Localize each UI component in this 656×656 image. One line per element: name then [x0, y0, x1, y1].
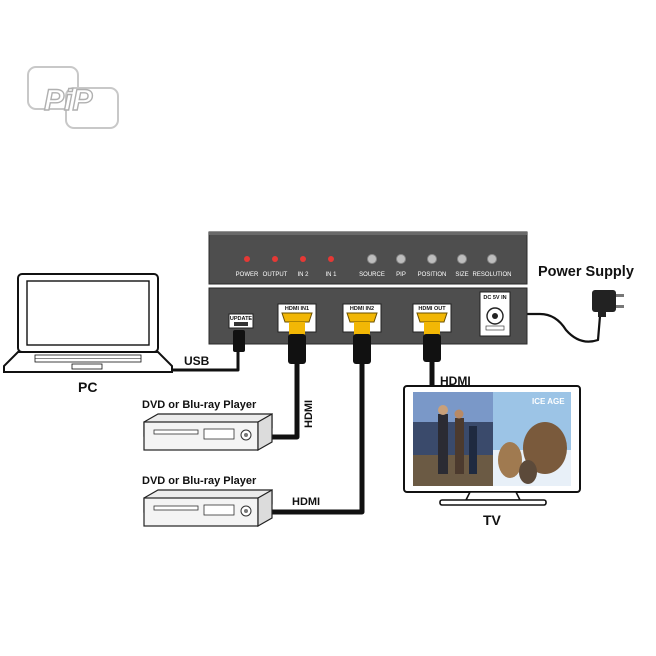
dvd-player-2-label: DVD or Blu-ray Player	[142, 475, 257, 487]
button-label-pip: PIP	[396, 272, 406, 278]
pip-logo: PiP	[27, 66, 119, 129]
dvd-player-1-icon	[143, 412, 273, 452]
usb-port[interactable]	[234, 322, 248, 326]
button-size[interactable]	[457, 254, 467, 264]
hdmi-in1-cable	[269, 359, 300, 440]
button-label-source: SOURCE	[359, 272, 385, 278]
pip-device-rear-panel: UPDATE HDMI IN1 HDMI IN2 HDMI OUT DC 5V …	[208, 287, 528, 364]
led-in1	[328, 256, 334, 262]
tv-screen-left-image	[413, 392, 493, 486]
led-label-output: OUTPUT	[263, 272, 288, 278]
tv-icon: ICE AGE	[403, 385, 581, 506]
laptop-icon	[3, 273, 173, 373]
hdmi-horizontal-label: HDMI	[292, 496, 320, 508]
led-output	[272, 256, 278, 262]
dvd-player-2-icon	[143, 488, 273, 528]
hdmi-out-port[interactable]	[416, 312, 448, 323]
tv-label: TV	[483, 512, 502, 528]
port-label-dc-in: DC 5V IN	[483, 295, 506, 301]
usb-cable	[158, 350, 240, 372]
led-label-power: POWER	[236, 272, 259, 278]
port-label-hdmi-in1: HDMI IN1	[285, 306, 309, 312]
led-power	[244, 256, 250, 262]
hdmi-vertical-label: HDMI	[303, 400, 315, 428]
power-supply-label: Power Supply	[538, 264, 634, 280]
hdmi-in2-cable	[269, 359, 365, 515]
tv-screen-title: ICE AGE	[532, 397, 565, 406]
button-pip[interactable]	[396, 254, 406, 264]
hdmi-in2-port[interactable]	[346, 312, 378, 323]
button-source[interactable]	[367, 254, 377, 264]
button-resolution[interactable]	[487, 254, 497, 264]
hdmi-in1-port[interactable]	[281, 312, 313, 323]
usb-plug	[233, 330, 245, 352]
tv-screen-right-image: ICE AGE	[493, 392, 571, 486]
button-label-size: SIZE	[455, 272, 468, 278]
port-label-hdmi-in2: HDMI IN2	[350, 306, 374, 312]
button-label-position: POSITION	[418, 272, 447, 278]
power-adapter-icon	[592, 290, 624, 317]
pip-logo-text: PiP	[44, 84, 93, 117]
led-label-in2: IN 2	[297, 272, 309, 278]
dvd-player-1-label: DVD or Blu-ray Player	[142, 399, 257, 411]
button-position[interactable]	[427, 254, 437, 264]
led-in2	[300, 256, 306, 262]
usb-label: USB	[184, 354, 210, 368]
dc-power-cable	[506, 312, 602, 343]
button-label-resolution: RESOLUTION	[472, 272, 511, 278]
pc-label: PC	[78, 379, 97, 395]
led-label-in1: IN 1	[325, 272, 337, 278]
port-label-update: UPDATE	[230, 316, 253, 322]
pip-device-front-panel: POWER OUTPUT IN 2 IN 1 SOURCE PIP POSITI…	[208, 231, 528, 285]
port-label-hdmi-out: HDMI OUT	[418, 306, 446, 312]
hdmi-tv-label: HDMI	[440, 374, 471, 388]
